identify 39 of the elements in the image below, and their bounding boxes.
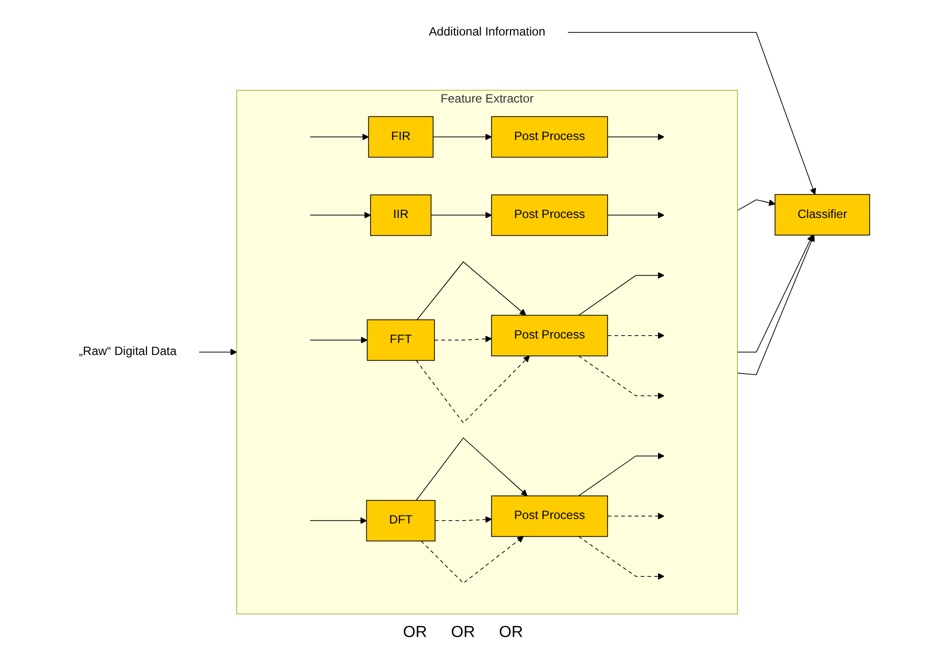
node-box: Classifier [774, 194, 870, 236]
node-box: Post Process [491, 194, 608, 236]
node-box: FFT [366, 319, 435, 361]
arrow [434, 336, 492, 342]
arrow [578, 536, 664, 580]
or-label: OR [451, 624, 475, 642]
arrow [416, 437, 528, 501]
arrow [310, 517, 367, 524]
arrow [416, 356, 530, 424]
arrow [607, 212, 664, 218]
node-text: Additional Information [428, 26, 546, 38]
arrow [607, 332, 664, 339]
arrow [434, 516, 492, 523]
arrow [416, 261, 526, 320]
arrow [737, 234, 815, 376]
arrow [578, 356, 664, 400]
arrow [310, 212, 371, 218]
arrow [430, 212, 492, 218]
arrow [607, 134, 664, 140]
arrow [420, 536, 524, 584]
node-text: „Raw“ Digital Data [78, 345, 177, 358]
node-box: Post Process [491, 495, 608, 537]
node-box: Post Process [491, 314, 608, 356]
node-box: IIR [370, 194, 432, 236]
arrow [310, 336, 368, 344]
arrow [198, 348, 238, 356]
arrow [310, 134, 369, 140]
arrow [578, 452, 664, 496]
arrow [578, 272, 664, 316]
arrow [432, 134, 492, 140]
node-box: DFT [366, 500, 436, 542]
arrow [737, 199, 776, 211]
or-label: OR [499, 624, 523, 642]
arrow [568, 32, 816, 195]
arrow [607, 512, 664, 520]
arrow [737, 234, 813, 352]
node-box: Post Process [491, 116, 608, 158]
node-box: FIR [368, 116, 434, 158]
or-label: OR [403, 624, 427, 642]
